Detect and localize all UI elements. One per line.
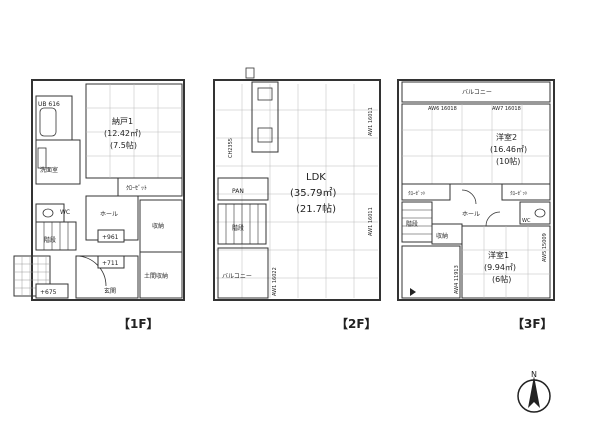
- floor-2f-grid: [216, 84, 378, 298]
- storage-1f-label: 収納: [152, 222, 164, 230]
- floor-2f-title: 【2F】: [336, 316, 377, 331]
- stairs-2f-label: 階段: [232, 224, 244, 232]
- closet-3f-right-label: ｸﾛｰｾﾞｯﾄ: [510, 190, 528, 197]
- room-2-tatami: (10帖): [496, 156, 520, 166]
- level-675-label: +675: [40, 289, 57, 296]
- closet-1f-label: ｸﾛｰｾﾞｯﾄ: [126, 185, 147, 192]
- code-aw6-16018: AW6 16018: [428, 106, 457, 112]
- pan-label: PAN: [232, 188, 244, 195]
- ldk-tatami: (21.7帖): [296, 202, 336, 215]
- kitchen-counter: [251, 81, 279, 153]
- code-aw1-16011-b: AW1 16011: [368, 207, 374, 236]
- void-area-3f: [401, 245, 461, 299]
- shoe-storage-label: 土間収納: [144, 272, 168, 280]
- storage-1-tatami: (7.5帖): [110, 140, 137, 150]
- north-arrow-icon: [528, 376, 540, 408]
- stairs-2f-treads: [225, 204, 259, 244]
- shoe-storage-1f: [139, 251, 183, 299]
- code-aw1-16022: AW1 16022: [272, 267, 278, 296]
- bathtub-icon: [39, 107, 57, 137]
- bath-label: UB 616: [38, 101, 60, 108]
- floor-3f: [397, 79, 555, 301]
- pan-area: [217, 177, 269, 201]
- floor-3f-labels: バルコニー 洋室2 (16.46㎡) (10帖) ｸﾛｰｾﾞｯﾄ ｸﾛｰｾﾞｯﾄ…: [406, 89, 553, 331]
- level-711-box: [97, 255, 125, 269]
- room-2-grid: [402, 104, 550, 184]
- room-2: [401, 103, 551, 185]
- ldk-area: (35.79㎡): [290, 187, 337, 199]
- level-711-label: +711: [102, 260, 119, 267]
- balcony-2f-label: バルコニー: [222, 273, 252, 280]
- code-ch2355: CH2355: [228, 138, 234, 158]
- code-aw1-16011-a: AW1 16011: [368, 107, 374, 136]
- stairs-3f-treads: [402, 209, 432, 235]
- floor-1f-title: 【1F】: [118, 316, 159, 331]
- door-swing-3f-a: [461, 189, 477, 205]
- wc-1f: [35, 203, 65, 223]
- stairs-3f: [401, 201, 433, 243]
- door-swing-3f-b: [485, 211, 501, 227]
- closet-1f: [117, 177, 183, 197]
- storage-3f-label: 収納: [436, 232, 448, 240]
- stairs-1f: [35, 221, 77, 251]
- chimney-mark: [245, 67, 255, 79]
- closet-3f-right: [501, 183, 551, 201]
- balcony-3f-label: バルコニー: [462, 89, 492, 96]
- stairs-1f-label: 階段: [44, 236, 56, 244]
- room-1-area: (9.94㎡): [484, 263, 516, 272]
- floor-1f-grid: [86, 84, 182, 178]
- wc-3f: [519, 201, 551, 225]
- toilet-icon: [42, 208, 54, 218]
- balcony-2f: [217, 247, 269, 299]
- porch-1f: [13, 255, 51, 297]
- floor-1f-outline: [31, 79, 185, 301]
- stairs-3f-label: 階段: [406, 220, 418, 228]
- storage-1-area: (12.42㎡): [104, 129, 141, 138]
- floor-2f: [213, 67, 381, 301]
- room-2-area: (16.46㎡): [490, 145, 527, 154]
- level-675-box: [35, 283, 69, 299]
- ldk-name: LDK: [306, 172, 326, 183]
- floor-2f-outline: [213, 79, 381, 301]
- level-961-box: [97, 229, 125, 243]
- entrance-label: 玄関: [104, 287, 116, 295]
- washbasin-icon: [37, 147, 47, 169]
- hall-1f-label: ホール: [100, 211, 118, 218]
- washroom-label: 洗面室: [40, 166, 58, 174]
- code-aw7-16018: AW7 16018: [492, 106, 521, 112]
- stove-icon: [257, 87, 273, 101]
- floor-3f-title: 【3F】: [512, 316, 553, 331]
- floor-1f-labels: UB 616 納戸1 (12.42㎡) (7.5帖) 洗面室 ｸﾛｰｾﾞｯﾄ ホ…: [38, 101, 168, 331]
- washroom-area: [35, 139, 81, 185]
- floor-2f-labels: LDK (35.79㎡) (21.7帖) PAN 階段 バルコニー CH2355…: [222, 107, 377, 331]
- compass: N: [517, 370, 551, 413]
- room-1-tatami: (6帖): [492, 274, 511, 284]
- hall-3f-label: ホール: [462, 211, 480, 218]
- wc-1f-label: WC: [60, 209, 70, 216]
- room-1-name: 洋室1: [488, 250, 509, 260]
- play-arrow-icon: [410, 288, 416, 296]
- entrance-door-swing: [75, 255, 107, 287]
- closet-3f-left-label: ｸﾛｰｾﾞｯﾄ: [408, 190, 426, 197]
- level-961-label: +961: [102, 234, 119, 241]
- code-aw4-11913: AW4 11913: [454, 265, 460, 294]
- room-1-grid: [462, 226, 550, 298]
- room-2-name: 洋室2: [496, 132, 517, 142]
- code-aw5-15009: AW5 15009: [542, 233, 548, 262]
- sink-icon: [257, 127, 273, 143]
- balcony-3f: [401, 81, 551, 103]
- wc-3f-label: WC: [522, 218, 531, 224]
- floor-3f-outline: [397, 79, 555, 301]
- storage-1-name: 納戸1: [112, 116, 133, 126]
- toilet-3f-icon: [534, 208, 546, 218]
- north-label: N: [531, 370, 537, 379]
- floor-1f: [13, 79, 185, 301]
- stairs-1f-treads: [43, 222, 69, 250]
- closet-3f-left: [401, 183, 451, 201]
